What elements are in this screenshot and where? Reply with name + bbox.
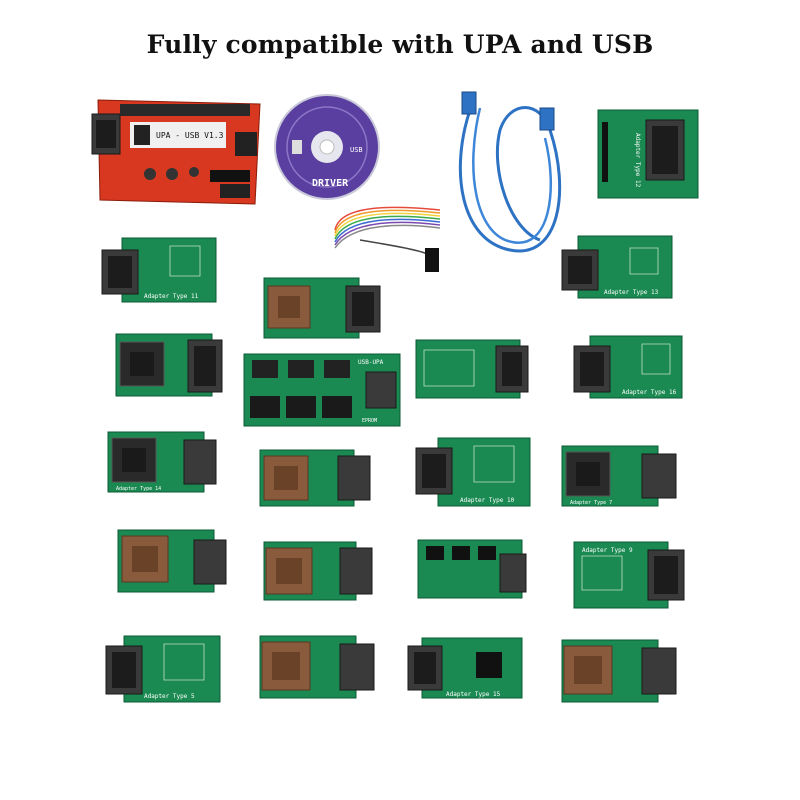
adapter-type-14: Adapter Type 14: [107, 431, 217, 493]
eprom-label: EPROM: [362, 418, 377, 424]
adapter-plcc-brown-3: [263, 541, 373, 601]
adapter-type-12: Adapter Type 12: [597, 109, 699, 199]
adapter-type-5: Adapter Type 5: [105, 635, 221, 703]
adapter-type-10-label: Adapter Type 10: [460, 497, 515, 504]
adapter-type-15-a: [117, 529, 227, 593]
page-title: Fully compatible with UPA and USB: [146, 30, 654, 59]
upa-usb-programmer-board: UPA - USB V1.3: [91, 99, 261, 205]
adapter-type-15-label: Adapter Type 15: [446, 691, 501, 698]
driver-cd: USB DRIVER: [274, 94, 380, 200]
adapter-type-7: Adapter Type 7: [561, 445, 677, 507]
adapter-type-13-label: Adapter Type 13: [604, 289, 659, 296]
adapter-type-5-label: Adapter Type 5: [144, 693, 195, 700]
adapter-type-11: Adapter Type 11: [101, 237, 217, 303]
usb-upa-label: USB-UPA: [358, 359, 384, 366]
board-label: UPA - USB V1.3: [156, 131, 224, 140]
adapter-plcc-brown-4: [259, 635, 375, 699]
adapter-type-16: Adapter Type 16: [573, 335, 683, 399]
adapter-usb-upa-eprom: USB-UPA EPROM: [243, 353, 401, 427]
ribbon-cable: [334, 206, 441, 272]
adapter-plcc-brown-1: [263, 277, 381, 339]
adapter-type-14-label: Adapter Type 14: [116, 486, 161, 492]
adapter-type-9-label: Adapter Type 9: [582, 547, 633, 554]
adapter-plcc-brown-2: [259, 449, 371, 507]
adapter-type-10: Adapter Type 10: [415, 437, 531, 507]
adapter-type-7-label: Adapter Type 7: [570, 500, 612, 506]
adapter-type-16-label: Adapter Type 16: [622, 389, 677, 396]
adapter-type-13: Adapter Type 13: [561, 235, 673, 299]
adapter-middle-row3: [415, 339, 529, 399]
adapter-type-15: Adapter Type 15: [407, 637, 523, 699]
adapter-type-9: Adapter Type 9: [573, 541, 685, 609]
adapter-dip-sockets: [417, 539, 527, 599]
adapter-plcc-black-1: [115, 333, 223, 397]
usb-cable: [458, 91, 562, 253]
adapter-type-12-label: Adapter Type 12: [634, 133, 641, 188]
cd-label: DRIVER: [312, 178, 349, 189]
cd-brand: USB: [350, 146, 363, 154]
adapter-plcc-brown-5: [561, 639, 677, 703]
adapter-type-11-label: Adapter Type 11: [144, 293, 199, 300]
